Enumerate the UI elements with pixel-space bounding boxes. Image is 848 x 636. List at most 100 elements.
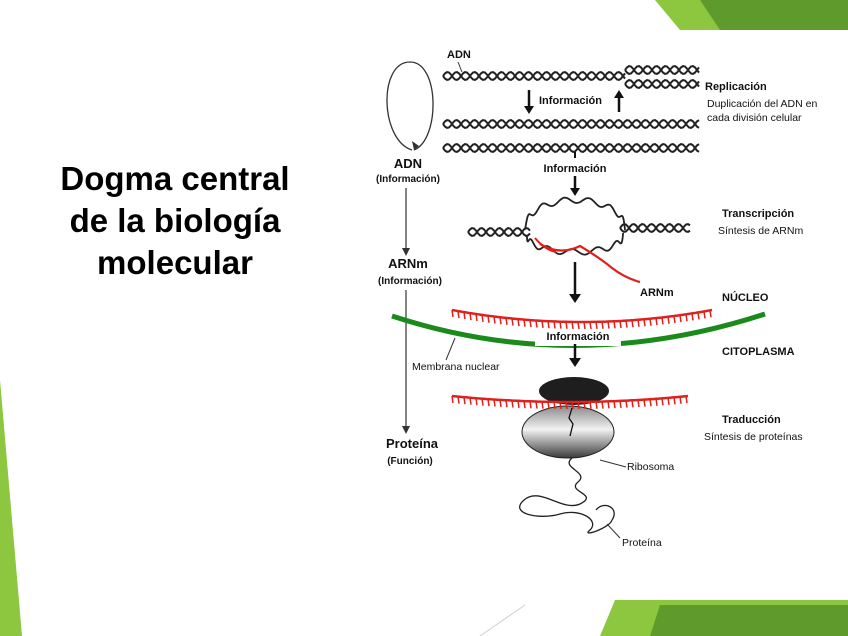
mrna-base	[529, 319, 532, 328]
mrna-base	[481, 398, 484, 406]
mrna-base	[511, 318, 514, 326]
mrna-base	[643, 399, 646, 407]
info-label-2: Información	[544, 163, 607, 175]
left-arnm-sub: (Información)	[378, 276, 442, 287]
dna-strand	[624, 79, 700, 89]
replication-desc-1: Duplicación del ADN en	[707, 98, 817, 110]
ribosome-label: Ribosoma	[627, 461, 674, 473]
arnm-to-protein-arrowhead	[402, 426, 410, 434]
dna-strand	[442, 71, 626, 81]
mrna-base	[577, 401, 580, 410]
nucleus-to-cytoplasm-arrowhead	[569, 358, 581, 367]
mrna-base	[529, 401, 532, 409]
mrna-base	[517, 318, 520, 327]
membrane-pointer	[445, 337, 456, 361]
mrna-base	[523, 319, 526, 327]
mrna-base	[619, 320, 622, 329]
transcription-to-mrna-arrowhead	[569, 294, 581, 303]
mrna-base	[553, 321, 556, 329]
mrna-base	[649, 399, 652, 407]
mrna-base	[571, 321, 574, 330]
ribosome-pointer	[599, 459, 627, 468]
mrna-base	[655, 318, 658, 326]
translation-desc: Síntesis de proteínas	[704, 431, 803, 443]
dna-coding-strand	[526, 233, 624, 256]
mrna-base	[511, 400, 514, 408]
mrna-base	[649, 318, 652, 326]
left-arnm-label: ARNm	[388, 256, 428, 271]
mrna-base	[673, 315, 676, 324]
mrna-base	[697, 312, 700, 320]
arnm-label: ARNm	[640, 287, 674, 299]
replication-loop-arrowhead	[412, 141, 419, 150]
dna-strand	[624, 65, 700, 75]
mrna-base	[673, 397, 676, 405]
dna-strand	[442, 143, 700, 153]
mrna-base	[475, 398, 478, 406]
mrna-base	[451, 309, 454, 318]
bottom-thin-line	[479, 604, 526, 636]
mrna-backbone	[451, 394, 689, 404]
info-down-arrowhead	[524, 106, 534, 114]
mrna-base	[643, 319, 646, 327]
mrna-base	[559, 321, 562, 329]
mrna-base	[499, 399, 502, 407]
top-right-accent-dark	[700, 0, 848, 30]
mrna-base	[661, 398, 664, 406]
mrna-base	[487, 315, 490, 323]
left-edge-accent	[0, 380, 22, 636]
mrna-base	[457, 396, 460, 404]
mrna-base	[571, 401, 574, 410]
mrna-base	[559, 401, 562, 410]
mrna-base	[589, 321, 592, 330]
info-label-3: Información	[547, 331, 610, 343]
mrna-base	[541, 320, 544, 328]
mrna-base	[547, 321, 550, 329]
translation-title: Traducción	[722, 414, 781, 426]
left-adn-label: ADN	[394, 156, 422, 171]
ribosome-small-subunit	[539, 377, 609, 405]
dna-strand	[442, 143, 700, 153]
protein-pointer	[606, 523, 621, 539]
mrna-base	[457, 310, 460, 319]
mrna-base	[685, 396, 688, 404]
mrna-base	[667, 397, 670, 405]
dna-template-strand	[524, 196, 626, 231]
info2-down-arrowhead	[570, 188, 580, 196]
mrna-base	[541, 401, 544, 409]
dna-strand	[619, 223, 691, 233]
protein-label: Proteína	[622, 537, 662, 549]
mrna-base	[703, 311, 706, 319]
mrna-base	[679, 315, 682, 323]
dna-strand	[467, 227, 531, 237]
mrna-base	[505, 317, 508, 326]
slide-title: Dogma central de la biología molecular	[30, 158, 320, 284]
dna-strand	[467, 227, 531, 237]
mrna-base	[613, 401, 616, 409]
mrna-base	[547, 401, 550, 409]
transcription-title: Transcripción	[722, 208, 794, 220]
mrna-base	[535, 320, 538, 328]
mrna-base	[709, 310, 712, 318]
title-line-1: Dogma central	[60, 160, 290, 197]
mrna-base	[595, 321, 598, 329]
mrna-base	[451, 395, 454, 404]
bottom-right-accent-dark	[650, 605, 848, 636]
mrna-base	[607, 401, 610, 409]
cytoplasm-label: CITOPLASMA	[722, 346, 795, 358]
ribosome-channel	[568, 407, 574, 437]
mrna-base	[625, 320, 628, 328]
replication-loop	[386, 61, 434, 151]
mrna-base	[565, 401, 568, 410]
mrna-base	[631, 320, 634, 328]
mrna-base	[469, 312, 472, 321]
info-label-1: Información	[539, 95, 602, 107]
mrna-base	[505, 400, 508, 408]
replication-title: Replicación	[705, 81, 767, 93]
dna-strand	[442, 119, 700, 129]
mrna-base	[637, 399, 640, 408]
mrna-base	[463, 312, 466, 320]
replication-desc-2: cada división celular	[707, 112, 802, 124]
mrna-base	[601, 401, 604, 409]
